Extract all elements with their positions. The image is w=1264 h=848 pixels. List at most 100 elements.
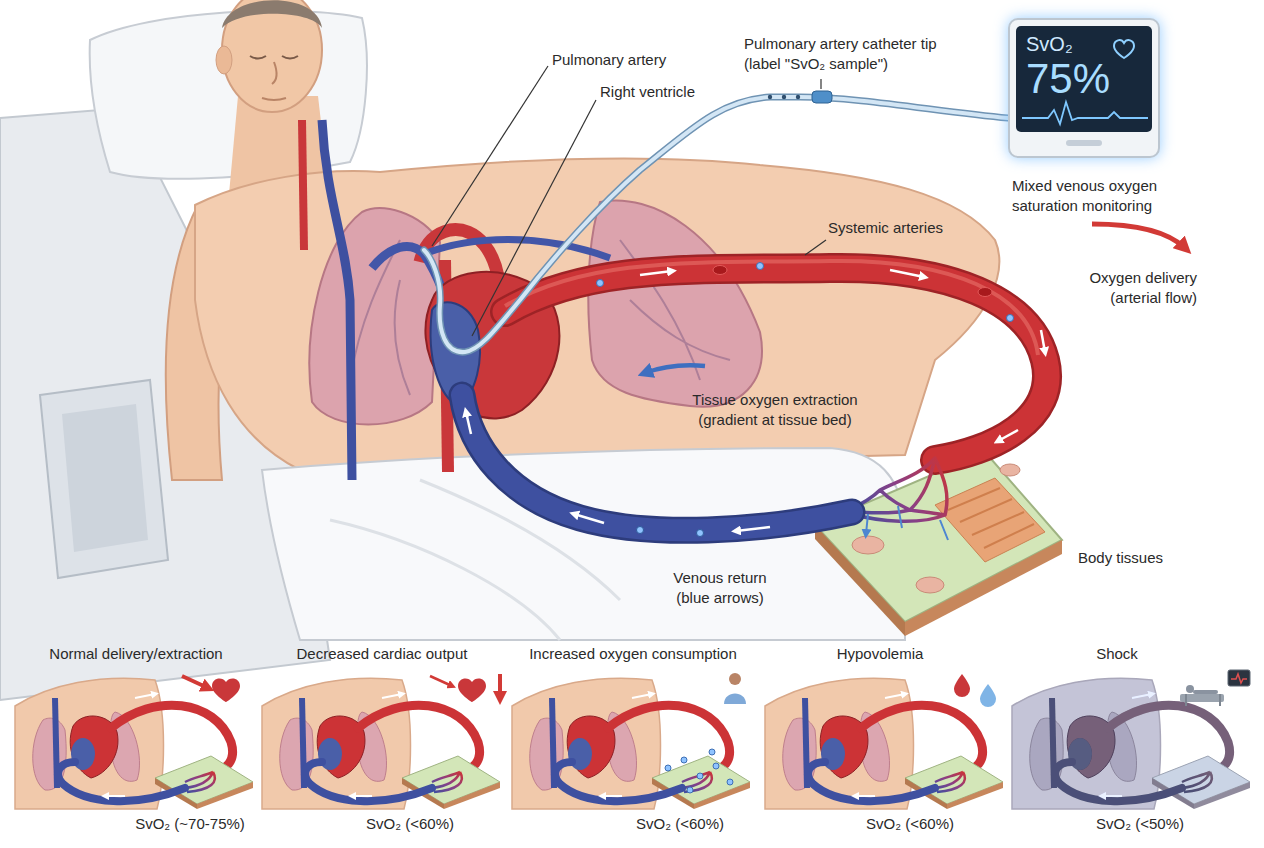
flow-arrows (998, 430, 1018, 441)
pulmonary-artery-catheter (424, 97, 1008, 352)
pulmonary-artery-catheter (768, 95, 772, 99)
panel-title: Normal delivery/extraction (18, 644, 254, 664)
pulmonary-artery-catheter (796, 95, 800, 99)
part-label: Pulmonary artery (552, 50, 702, 70)
systemic-artery (597, 280, 604, 287)
lungs (309, 208, 440, 424)
panel-increased-consumption (687, 787, 693, 793)
flow-arrows (640, 271, 672, 275)
flow-arrows (890, 270, 924, 277)
part-label: Systemic arteries (828, 218, 968, 238)
panel-normal (15, 676, 253, 809)
panel-increased-consumption (729, 673, 741, 685)
patient-body (262, 62, 286, 100)
leader-lines (805, 240, 826, 255)
panel-shock (1012, 670, 1250, 809)
part-label: Body tissues (1078, 548, 1198, 568)
panel-shock (1228, 670, 1250, 686)
panel-increased-consumption (713, 763, 719, 769)
panel-hypovolemia (765, 674, 1003, 809)
panel-title: Shock (999, 644, 1235, 664)
tissue-bed (815, 452, 1062, 622)
saturation-value: SvO₂ (<60%) (335, 814, 485, 834)
monitor-display: SvO₂ 75% (1008, 18, 1160, 158)
pulmonary-artery-catheter (424, 97, 1008, 352)
panel-title: Increased oxygen consumption (515, 644, 751, 664)
panel-increased-consumption (727, 779, 733, 785)
tissue-bed (948, 488, 1034, 548)
panel-title: Hypovolemia (762, 644, 998, 664)
panel-normal (15, 678, 253, 809)
saturation-value: SvO₂ (<60%) (835, 814, 985, 834)
venous-return (637, 527, 644, 534)
flow-label: Oxygen delivery (arterial flow) (1062, 268, 1197, 308)
monitor-screen (1016, 26, 1152, 132)
panel-decreased-output (262, 678, 500, 809)
panel-hypovolemia (980, 684, 996, 707)
great-vessels (424, 240, 610, 259)
leader-lines (472, 100, 596, 336)
great-vessels (322, 120, 352, 480)
tissue-bed (935, 478, 1045, 562)
pulmonary-artery-catheter (424, 91, 1008, 352)
panel-shock (1195, 690, 1216, 694)
flow-arrows (736, 527, 770, 531)
note-label: Mixed venous oxygen saturation monitorin… (1012, 176, 1184, 216)
monitor-parameter: SvO₂ (1026, 34, 1073, 54)
part-label: Pulmonary artery catheter tip (label "Sv… (744, 34, 939, 74)
leader-lines (432, 66, 826, 336)
flow-arrows (466, 224, 1185, 531)
panel-decreased-output (262, 674, 500, 809)
systemic-artery (713, 266, 727, 275)
flow-arrows (645, 365, 705, 373)
pulmonary-artery-catheter (812, 91, 832, 103)
flow-arrows (1041, 330, 1045, 352)
panel-title: Decreased cardiac output (264, 644, 500, 664)
hospital-bed (62, 404, 148, 552)
tissue-bed (916, 577, 944, 593)
panel-hypovolemia (765, 678, 1003, 809)
lungs (588, 201, 762, 407)
systemic-artery (978, 288, 992, 297)
patient-body (222, 0, 322, 112)
patient-body (262, 448, 905, 640)
panel-hypovolemia (954, 674, 970, 697)
panel-normal (182, 676, 208, 688)
pulmonary-artery-catheter (782, 95, 786, 99)
monitor-screen (1022, 102, 1148, 124)
saturation-value: SvO₂ (<50%) (1065, 814, 1215, 834)
hospital-bed (40, 380, 168, 578)
panel-increased-consumption (665, 765, 671, 771)
panel-increased-consumption (512, 673, 750, 809)
saturation-value: SvO₂ (<60%) (605, 814, 755, 834)
flow-label: Tissue oxygen extraction (gradient at ti… (665, 390, 885, 430)
patient-body (222, 0, 322, 28)
flow-label: Venous return (blue arrows) (655, 568, 785, 608)
capillary-network (848, 458, 948, 540)
panel-increased-consumption (681, 757, 687, 763)
systemic-artery (1007, 315, 1014, 322)
tissue-bed (852, 536, 884, 554)
venous-return (697, 530, 704, 537)
panel-decreased-output (458, 679, 486, 702)
panel-increased-consumption (697, 773, 703, 779)
flow-arrows (466, 412, 471, 434)
flow-arrows (574, 514, 604, 523)
saturation-value: SvO₂ (~70-75%) (115, 814, 265, 834)
monitor-screen (1114, 40, 1134, 58)
patient-body (166, 0, 1000, 640)
panel-increased-consumption (709, 749, 715, 755)
patient-body (250, 56, 298, 59)
tissue-bed (1000, 464, 1020, 476)
systemic-artery (505, 261, 1047, 460)
capillary-network (866, 506, 948, 540)
patient-body (195, 158, 999, 470)
panel-normal (212, 679, 240, 702)
panel-decreased-output (430, 676, 452, 686)
monitor-screen (1066, 140, 1102, 146)
monitor-value: 75% (1026, 58, 1110, 100)
systemic-artery (505, 268, 1047, 460)
panel-increased-consumption (724, 694, 746, 705)
part-label: Right ventricle (600, 82, 720, 102)
panel-shock (1012, 678, 1250, 809)
